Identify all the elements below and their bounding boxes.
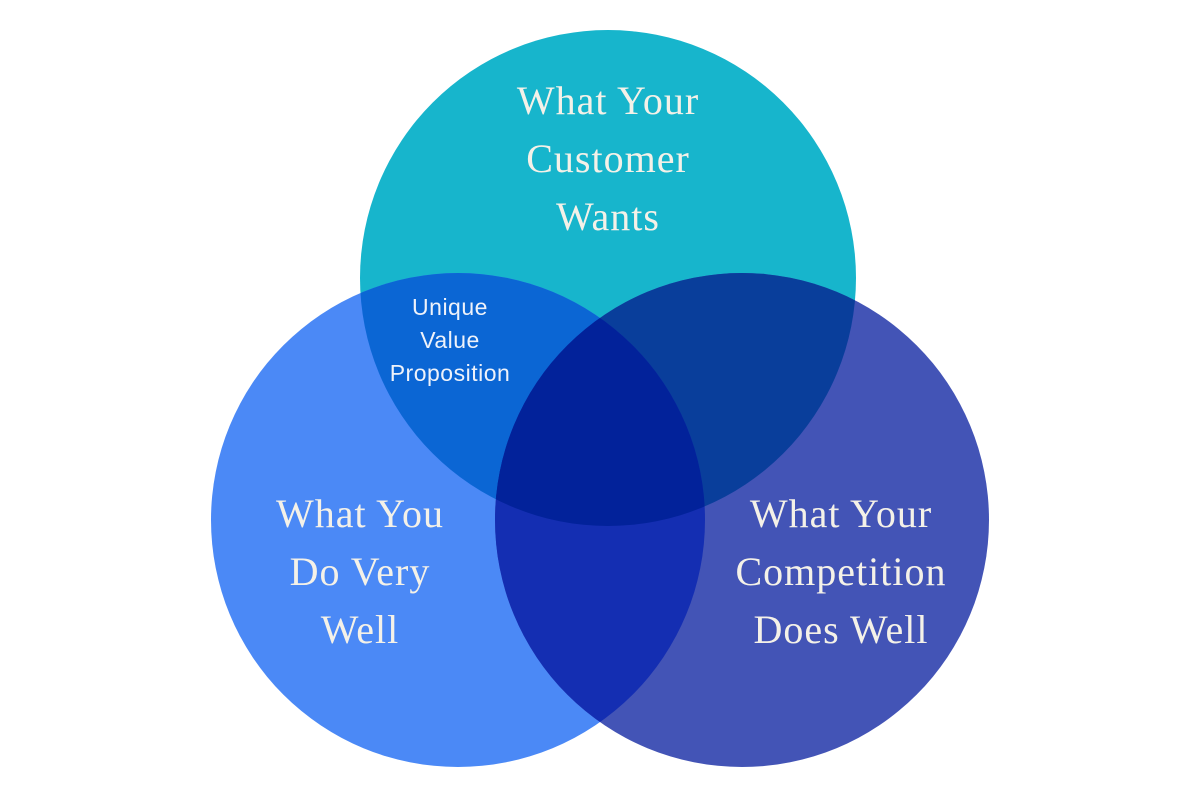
label-competition-does-well-line1: What Your — [750, 491, 932, 536]
label-you-do-well-line2: Do Very — [290, 549, 431, 594]
label-unique-value-proposition: Unique Value Proposition — [390, 294, 511, 386]
label-competition-does-well-line3: Does Well — [753, 607, 928, 652]
label-customer-wants: What Your Customer Wants — [517, 78, 699, 239]
label-customer-wants-line3: Wants — [556, 194, 660, 239]
label-customer-wants-line1: What Your — [517, 78, 699, 123]
label-you-do-well: What You Do Very Well — [276, 491, 444, 652]
overlap-center — [495, 273, 705, 526]
label-uvp-line1: Unique — [412, 294, 488, 320]
label-you-do-well-line1: What You — [276, 491, 444, 536]
label-customer-wants-line2: Customer — [526, 136, 690, 181]
label-uvp-line3: Proposition — [390, 360, 511, 386]
label-competition-does-well: What Your Competition Does Well — [736, 491, 947, 652]
label-uvp-line2: Value — [420, 327, 480, 353]
label-you-do-well-line3: Well — [321, 607, 400, 652]
label-competition-does-well-line2: Competition — [736, 549, 947, 594]
